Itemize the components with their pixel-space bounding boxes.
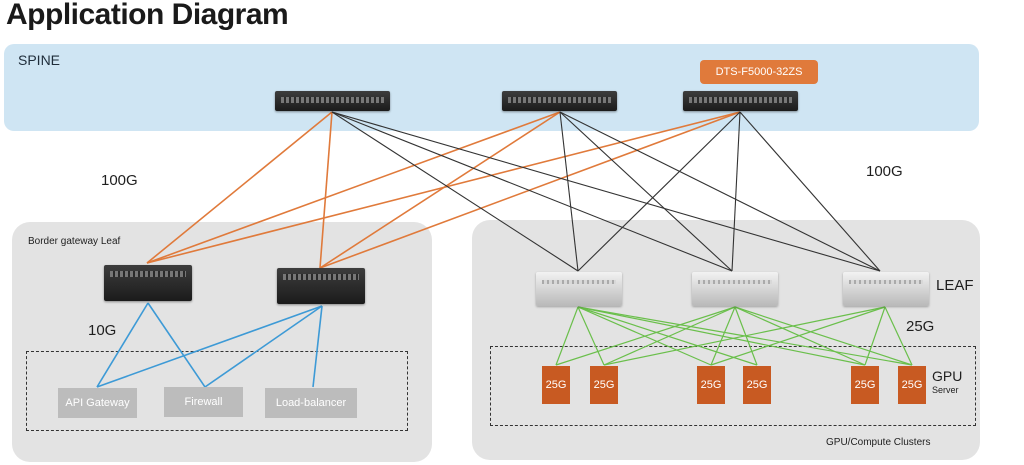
leaf-switch-2 (692, 272, 778, 306)
border-to-service-links (96, 302, 323, 388)
gpu-server-4: 25G (743, 366, 771, 404)
gpu-server-label: GPU (932, 368, 963, 384)
gpu-server-6: 25G (898, 366, 926, 404)
gpu-cluster-label: GPU/Compute Clusters (826, 437, 931, 448)
spine-band (4, 44, 979, 131)
spine-switch-3 (683, 91, 798, 111)
service-load-balancer: Load-balancer (265, 388, 357, 418)
spine-to-border-links (146, 111, 741, 269)
speed-label-right-100g: 100G (866, 163, 903, 180)
gpu-server-5: 25G (851, 366, 879, 404)
leaf-label: LEAF (936, 277, 974, 294)
leaf-switch-1 (536, 272, 622, 306)
speed-label-25g: 25G (906, 318, 935, 335)
gpu-servers-group (490, 346, 976, 426)
spine-switch-1 (275, 91, 390, 111)
service-firewall: Firewall (164, 387, 243, 417)
model-badge: DTS-F5000-32ZS (700, 60, 818, 84)
service-api-gateway: API Gateway (58, 388, 137, 418)
border-gateway-label: Border gateway Leaf (28, 236, 121, 247)
spine-label: SPINE (18, 52, 61, 68)
border-leaf-switch-2 (277, 268, 365, 304)
leaf-to-server-links (555, 306, 913, 366)
spine-to-leaf-links (331, 111, 881, 272)
gpu-server-2: 25G (590, 366, 618, 404)
spine-switch-2 (502, 91, 617, 111)
leaf-switch-3 (843, 272, 929, 306)
border-leaf-switch-1 (104, 265, 192, 301)
gpu-server-sublabel: Server (932, 385, 959, 395)
gpu-server-1: 25G (542, 366, 570, 404)
speed-label-left-100g: 100G (101, 172, 138, 189)
page-title: Application Diagram (6, 0, 289, 31)
services-group (26, 351, 408, 431)
speed-label-10g: 10G (88, 322, 117, 339)
gpu-server-3: 25G (697, 366, 725, 404)
